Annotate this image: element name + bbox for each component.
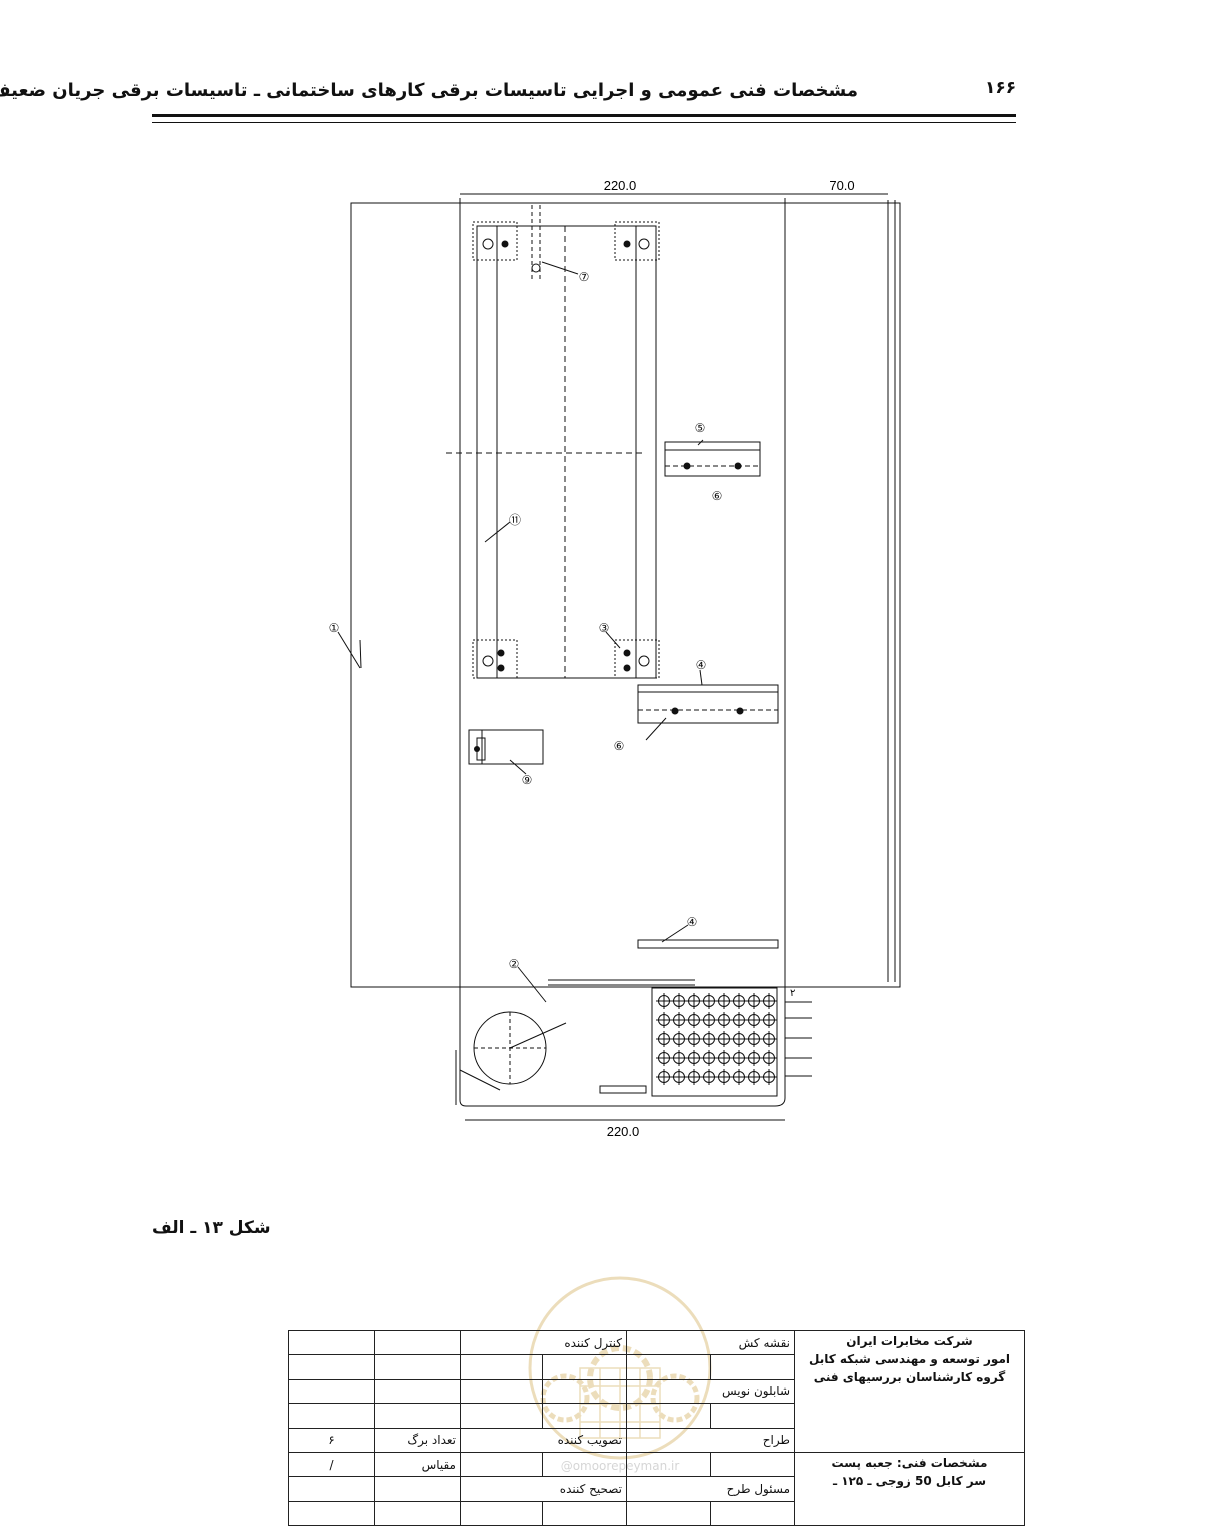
scale-value: / bbox=[288, 1451, 375, 1478]
outer-panel bbox=[350, 202, 901, 988]
org-line-1: شرکت مخابرات ایران bbox=[846, 1334, 973, 1348]
bracket-4 bbox=[637, 684, 779, 724]
designer-label: طراح bbox=[626, 1427, 795, 1453]
dim-bottom-width: 220.0 bbox=[607, 1124, 640, 1139]
sheet-count-value: ۶ bbox=[288, 1427, 375, 1453]
callout-7: ⑦ bbox=[579, 270, 590, 284]
corrector-label: تصحیح کننده bbox=[460, 1476, 627, 1502]
callout-6b: ⑥ bbox=[614, 739, 625, 753]
header-rule-thin bbox=[152, 122, 1016, 123]
cell-blank bbox=[374, 1329, 461, 1356]
figure-caption: شکل ۱۳ ـ الف bbox=[152, 1218, 271, 1238]
terminal-label: ۲ bbox=[790, 988, 795, 999]
organization-info: شرکت مخابرات ایران امور توسعه و مهندسی ش… bbox=[794, 1330, 1025, 1453]
dim-top-side: 70.0 bbox=[829, 178, 854, 193]
bracket-5 bbox=[664, 441, 761, 477]
page-number: ۱۶۶ bbox=[985, 78, 1017, 98]
approver-label: تصویب کننده bbox=[460, 1427, 627, 1453]
callout-11: ⑪ bbox=[509, 513, 521, 527]
tracer-label: شابلون نویس bbox=[626, 1378, 795, 1405]
sheet-count-label: تعداد برگ bbox=[374, 1427, 461, 1453]
callout-4b: ④ bbox=[687, 915, 698, 929]
spec-info: مشخصات فنی: جعبه پست سر کابل 50 زوجی ـ ۱… bbox=[794, 1451, 1025, 1527]
block-9 bbox=[468, 729, 544, 765]
technical-drawing: 220.0 70.0 220.0 ۲ ① ⑦ ⑤ ⑥ ⑪ ③ ④ ⑥ ⑨ ④ ② bbox=[329, 178, 901, 1139]
callout-2: ② bbox=[509, 957, 520, 971]
draftsman-label: نقشه کش bbox=[626, 1329, 795, 1356]
title-block: کنترل کننده نقشه کش شرکت مخابرات ایران ا… bbox=[288, 1329, 1025, 1527]
rail-left bbox=[476, 225, 498, 679]
project-lead-label: مسئول طرح bbox=[626, 1476, 795, 1502]
terminal-grid bbox=[656, 993, 777, 1085]
callout-4a: ④ bbox=[696, 658, 707, 672]
callout-9: ⑨ bbox=[522, 773, 533, 787]
spec-line-1: مشخصات فنی: جعبه پست bbox=[831, 1455, 988, 1470]
cell-blank bbox=[288, 1329, 375, 1356]
header-rule bbox=[152, 114, 1016, 117]
callout-3: ③ bbox=[599, 621, 610, 635]
spec-line-2: سر کابل 50 زوجی ـ ۱۲۵ ـ bbox=[832, 1473, 987, 1488]
checker-label: کنترل کننده bbox=[460, 1329, 627, 1356]
running-title: مشخصات فنی عمومی و اجرایی تاسیسات برقی ک… bbox=[0, 80, 858, 101]
callout-1: ① bbox=[329, 621, 340, 635]
callout-6a: ⑥ bbox=[712, 489, 723, 503]
org-line-2: امور توسعه و مهندسی شبکه کابل bbox=[809, 1352, 1010, 1366]
callout-5: ⑤ bbox=[695, 421, 706, 435]
scale-label: مقیاس bbox=[374, 1451, 461, 1478]
dim-top-width: 220.0 bbox=[604, 178, 637, 193]
terminal-block bbox=[651, 987, 778, 1097]
org-line-3: گروه کارشناسان بررسیهای فنی bbox=[813, 1370, 1006, 1384]
rail-right bbox=[635, 225, 657, 679]
